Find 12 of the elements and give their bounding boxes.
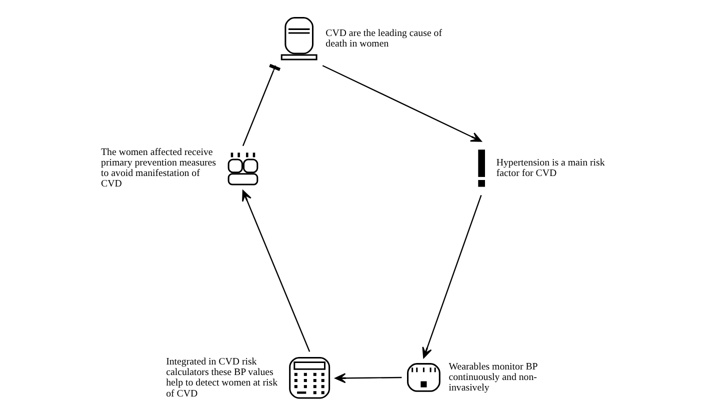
arrow [322, 65, 482, 142]
node-label: Hypertension is a main risk factor for CVD [496, 157, 604, 180]
node-calculator [288, 356, 330, 399]
node-label: Wearables monitor BP continuously and non-invasively [448, 361, 538, 394]
node-label: The women affected receive primary prevention measures to avoid manifestation of CVD [100, 146, 216, 190]
arrow [242, 190, 310, 352]
node-label: CVD are the leading cause of death in women [325, 28, 442, 50]
connector [242, 64, 280, 146]
node-gauge [406, 363, 440, 392]
arrow [334, 373, 402, 384]
node-label: Integrated in CVD risk calculators these BP values help to detect women at risk of CVD [166, 356, 278, 400]
arrow [422, 194, 482, 358]
